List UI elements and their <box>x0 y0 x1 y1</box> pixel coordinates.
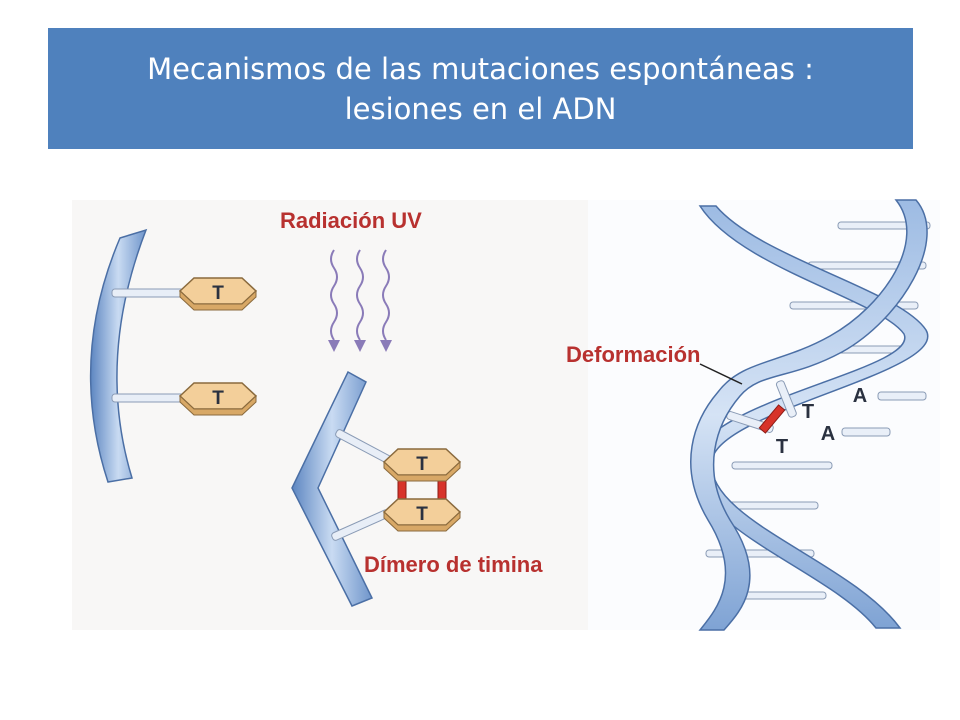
uv-arrowhead-1 <box>328 340 340 352</box>
deformation-pointer-line <box>699 363 743 385</box>
sugar-phosphate-backbone-intact <box>89 228 148 483</box>
thymine-letter-1: T <box>212 283 224 304</box>
uv-wave-arrows <box>330 249 390 341</box>
slide-title: Mecanismos de las mutaciones espontáneas… <box>48 28 913 149</box>
deformation-label: Deformación <box>566 342 700 367</box>
uv-arrowhead-2 <box>354 340 366 352</box>
thymine-base-2-depth <box>179 394 257 416</box>
slide-title-line-1: Mecanismos de las mutaciones espontáneas… <box>147 51 814 86</box>
sugar-phosphate-backbone-kinked <box>291 370 374 607</box>
dimer-thymine-letter-lower: T <box>416 504 428 525</box>
lesion-dimer-bond <box>758 404 786 434</box>
thymine-letter-2: T <box>212 388 224 409</box>
dimer-strand-group: T T <box>291 370 462 607</box>
intact-strand-group: T T <box>89 228 258 483</box>
uv-arrowhead-3 <box>380 340 392 352</box>
thymine-dimer-label: Dímero de timina <box>364 552 543 577</box>
thymine-base-1-depth <box>179 289 257 311</box>
adenine-stick-lower <box>841 427 891 437</box>
adenine-letter-2: A <box>821 423 835 445</box>
dimer-thymine-upper-depth <box>383 460 461 482</box>
double-helix-group: T T A A <box>690 199 931 631</box>
helix-strand-back <box>693 205 929 629</box>
dimer-thymine-letter-upper: T <box>416 454 428 475</box>
dimer-thymine-lower-depth <box>383 510 461 532</box>
helix-rung <box>731 461 833 470</box>
uv-wave-3 <box>382 249 390 341</box>
slide-title-line-2: lesiones en el ADN <box>344 91 617 126</box>
adenine-stick-upper <box>877 391 927 401</box>
nucleotide-stick-2 <box>111 393 185 403</box>
uv-arrowheads <box>328 340 392 352</box>
uv-wave-1 <box>330 249 338 341</box>
nucleotide-stick-1 <box>111 288 185 298</box>
uv-wave-2 <box>356 249 364 341</box>
uv-radiation-label: Radiación UV <box>280 208 422 233</box>
lesion-thymine-letter-2: T <box>776 436 788 458</box>
helix-strand-front <box>690 199 928 631</box>
lesion-thymine-letter-1: T <box>802 401 814 423</box>
adenine-letter-1: A <box>853 385 867 407</box>
lesion-stick-upper <box>775 380 797 418</box>
